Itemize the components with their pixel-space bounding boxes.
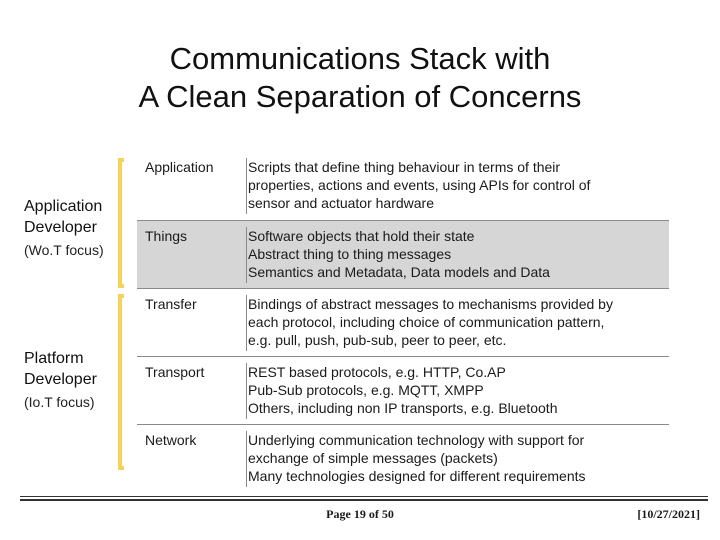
footer-rule [20, 499, 708, 501]
role-name-line-1: Platform [24, 350, 84, 367]
footer-rule [20, 496, 708, 497]
stack-row-transfer: Transfer Bindings of abstract messages t… [137, 288, 669, 356]
description-line: Others, including non IP transports, e.g… [248, 400, 558, 416]
description-line: Scripts that define thing behaviour in t… [248, 159, 561, 175]
role-name-line-2: Developer [24, 219, 97, 236]
description-line: Abstract thing to thing messages [248, 246, 452, 262]
role-application-developer: Application Developer (Wo.T focus) [24, 196, 104, 261]
description-line: exchange of simple messages (packets) [248, 450, 498, 466]
layer-name: Transport [145, 364, 205, 380]
stack-row-application: Application Scripts that define thing be… [137, 152, 669, 220]
description-line: Underlying communication technology with… [248, 432, 585, 448]
description-line: REST based protocols, e.g. HTTP, Co.AP [248, 364, 506, 380]
layer-description: Bindings of abstract messages to mechani… [246, 295, 668, 351]
platform-developer-bracket [118, 294, 124, 470]
description-line: Bindings of abstract messages to mechani… [248, 296, 613, 312]
description-line: Pub-Sub protocols, e.g. MQTT, XMPP [248, 382, 484, 398]
footer-date: [10/27/2021] [637, 507, 700, 521]
page-number: Page 19 of 50 [326, 507, 394, 521]
role-name-line-2: Developer [24, 371, 97, 388]
description-line: sensor and actuator hardware [248, 195, 434, 211]
description-line: each protocol, including choice of commu… [248, 314, 605, 330]
layer-name: Application [145, 159, 214, 175]
description-line: properties, actions and events, using AP… [248, 177, 591, 193]
description-line: Many technologies designed for different… [248, 468, 586, 484]
layer-description: Software objects that hold their state A… [246, 227, 668, 283]
layer-name: Network [145, 432, 197, 448]
slide-title-line-1: Communications Stack with [169, 41, 551, 76]
description-line: e.g. pull, push, pub-sub, peer to peer, … [248, 332, 507, 348]
layer-description: Underlying communication technology with… [246, 431, 668, 487]
role-focus: (Wo.T focus) [24, 242, 104, 258]
stack-row-things: Things Software objects that hold their … [137, 220, 669, 288]
stack-row-network: Network Underlying communication technol… [137, 424, 669, 488]
role-platform-developer: Platform Developer (Io.T focus) [24, 348, 97, 413]
description-line: Semantics and Metadata, Data models and … [248, 264, 550, 280]
stack-row-transport: Transport REST based protocols, e.g. HTT… [137, 356, 669, 424]
layer-name: Things [145, 228, 188, 244]
layer-description: REST based protocols, e.g. HTTP, Co.AP P… [246, 363, 668, 419]
layer-description: Scripts that define thing behaviour in t… [246, 158, 668, 214]
role-focus: (Io.T focus) [24, 394, 95, 410]
slide-title: Communications Stack with A Clean Separa… [0, 40, 720, 116]
slide-title-line-2: A Clean Separation of Concerns [138, 79, 582, 114]
role-name-line-1: Application [24, 198, 103, 215]
description-line: Software objects that hold their state [248, 228, 475, 244]
application-developer-bracket [118, 158, 124, 288]
layer-name: Transfer [145, 296, 197, 312]
